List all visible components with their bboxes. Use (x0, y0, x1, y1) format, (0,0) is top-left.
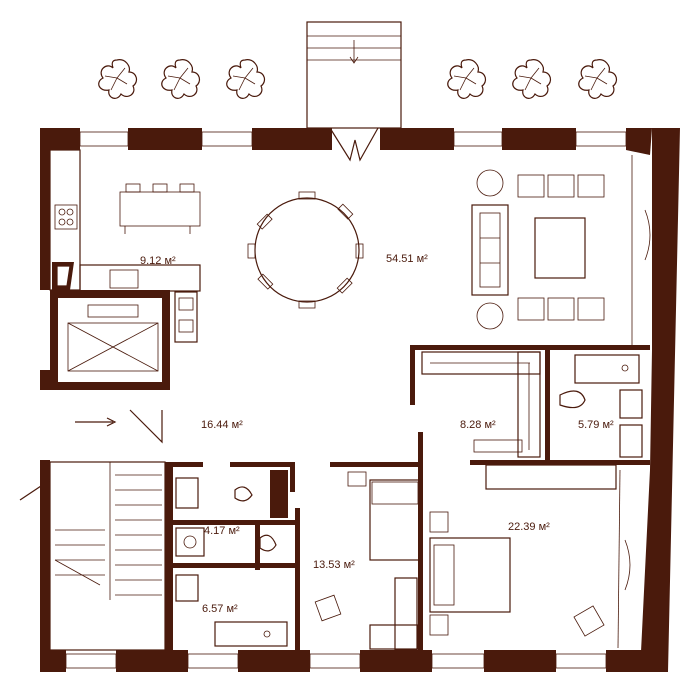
room-area-bath-master: 5.79 м² (578, 419, 614, 431)
living-furniture (471, 169, 605, 330)
kitchen (49, 149, 201, 292)
dressing-room (421, 351, 541, 458)
outer-walls (40, 128, 680, 672)
tree-icon (512, 59, 552, 99)
tree-icon (447, 59, 487, 99)
tree-icon (98, 59, 138, 99)
room-area-hall: 16.44 м² (201, 419, 243, 431)
outdoor-steps (306, 21, 402, 162)
master-bath (559, 354, 643, 458)
room-area-living: 54.51 м² (386, 253, 428, 265)
elevator (50, 290, 198, 390)
master-bedroom (429, 464, 617, 637)
interior-walls (165, 345, 650, 650)
room-area-bath-2: 6.57 м² (202, 603, 238, 615)
tree-icon (226, 59, 266, 99)
room-area-kitchen: 9.12 м² (140, 255, 176, 267)
dining-table (247, 191, 364, 309)
room-area-bedroom-1: 13.53 м² (313, 559, 355, 571)
room-area-bedroom-master: 22.39 м² (508, 521, 550, 533)
room-labels: 9.12 м² 54.51 м² 16.44 м² 8.28 м² 5.79 м… (140, 253, 614, 615)
staircase-icon (54, 474, 162, 596)
bedroom-1 (314, 471, 421, 651)
room-area-dressing: 8.28 м² (460, 419, 496, 431)
room-area-wc: 4.17 м² (204, 525, 240, 537)
tree-icon (578, 59, 618, 99)
tree-icon (161, 59, 201, 99)
bath-fixtures (175, 477, 288, 647)
stairwell (19, 409, 166, 651)
trees (98, 59, 618, 99)
